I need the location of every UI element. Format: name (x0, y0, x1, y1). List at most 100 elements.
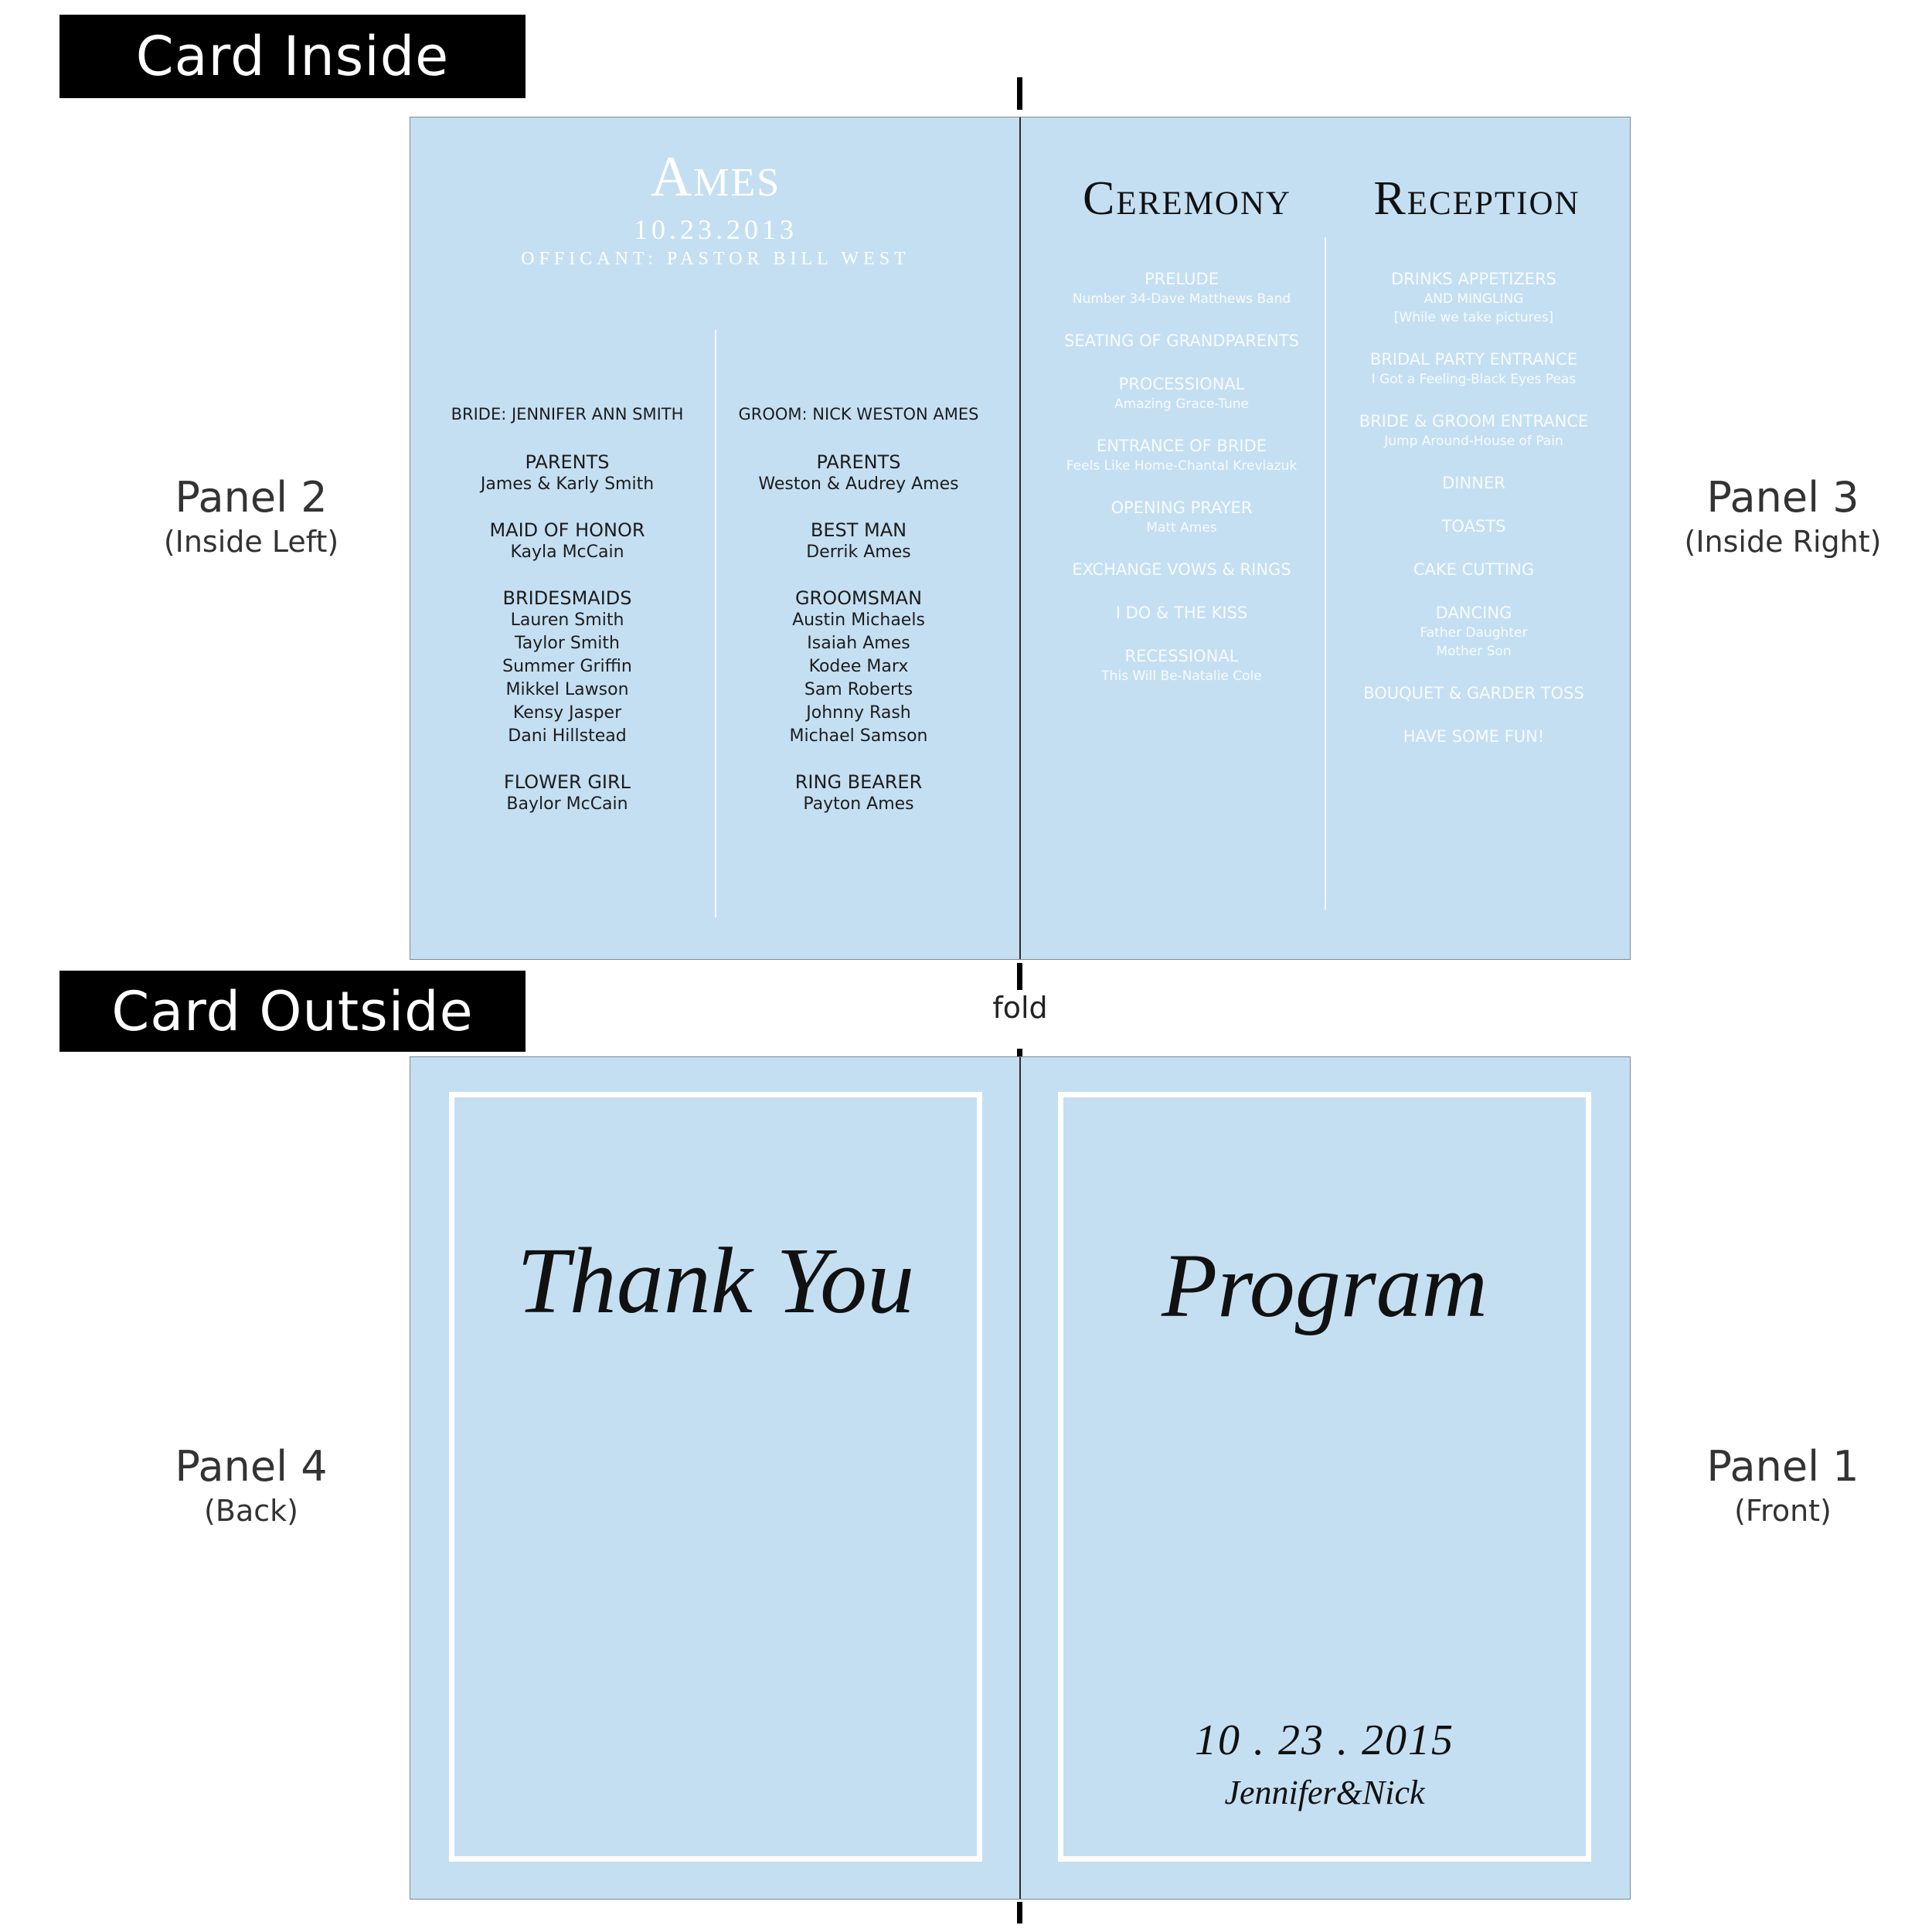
party-name: Kayla McCain (510, 543, 624, 562)
reception-item: TOASTS (1335, 515, 1613, 537)
back-frame (449, 1092, 982, 1862)
item-title: OPENING PRAYER (1111, 498, 1253, 517)
party-name: Dani Hillstead (508, 726, 627, 746)
panel-1-desc: (Front) (1734, 1494, 1832, 1528)
panel-1-label: Panel 1 (Front) (1659, 1442, 1906, 1528)
ceremony-item: PRELUDE Number 34-Dave Matthews Band (1043, 268, 1321, 308)
fold-mark-middle-lower (1017, 1049, 1022, 1056)
role-heading: RING BEARER (794, 771, 923, 793)
reception-item: DINNER (1335, 472, 1613, 494)
front-date: 10 . 23 . 2015 (1195, 1716, 1454, 1764)
role-heading: MAID OF HONOR (489, 519, 645, 541)
item-detail: This Will Be-Natalie Cole (1101, 668, 1262, 684)
ceremony-item: RECESSIONAL This Will Be-Natalie Cole (1043, 645, 1321, 685)
panel-4-desc: (Back) (204, 1494, 298, 1528)
item-detail: Amazing Grace-Tune (1114, 396, 1249, 412)
item-title: BRIDE & GROOM ENTRANCE (1359, 412, 1589, 430)
reception-item: HAVE SOME FUN! (1335, 726, 1613, 747)
panel-4-name: Panel 4 (175, 1442, 328, 1491)
party-name: Lauren Smith (510, 611, 624, 630)
item-detail: Mother Son (1436, 644, 1512, 659)
bride-party-column: BRIDE: JENNIFER ANN SMITH PARENTS James … (424, 405, 710, 816)
party-name: Kodee Marx (808, 657, 909, 676)
party-name: Mikkel Lawson (505, 680, 629, 699)
item-title: ENTRANCE OF BRIDE (1096, 437, 1267, 455)
item-detail: Feels Like Home-Chantal Kreviazuk (1066, 458, 1298, 474)
front-frame (1058, 1092, 1591, 1862)
couple-names: Jennifer&Nick (1224, 1774, 1425, 1811)
item-detail: Number 34-Dave Matthews Band (1072, 291, 1291, 307)
item-detail: Matt Ames (1146, 520, 1217, 536)
party-name: James & Karly Smith (480, 474, 655, 494)
item-title: DANCING (1435, 604, 1512, 622)
ceremony-item: ENTRANCE OF BRIDE Feels Like Home-Chantal… (1043, 435, 1321, 475)
reception-item: BRIDE & GROOM ENTRANCE Jump Around-House … (1335, 410, 1613, 451)
ceremony-item: EXCHANGE VOWS & RINGS (1043, 559, 1321, 580)
item-title: DINNER (1442, 474, 1505, 492)
reception-heading: Reception (1373, 172, 1580, 225)
panel-1-name: Panel 1 (1706, 1442, 1859, 1491)
thank-you-title: Thank You (516, 1229, 915, 1333)
item-title: EXCHANGE VOWS & RINGS (1072, 560, 1291, 579)
fold-line (1019, 1057, 1021, 1899)
party-name: Baylor McCain (506, 794, 628, 814)
bride-name: BRIDE: JENNIFER ANN SMITH (451, 405, 684, 423)
panel-2-desc: (Inside Left) (163, 525, 339, 559)
wedding-date: 10.23.2013 (634, 214, 798, 245)
item-title: RECESSIONAL (1124, 647, 1239, 665)
item-detail: Jump Around-House of Pain (1384, 434, 1563, 449)
ceremony-item: I DO & THE KISS (1043, 602, 1321, 624)
party-name: Taylor Smith (515, 634, 620, 653)
item-title: BRIDAL PARTY ENTRANCE (1369, 350, 1578, 369)
role-heading: FLOWER GIRL (503, 771, 631, 793)
card-outside-label: Card Outside (60, 971, 526, 1052)
item-detail: Father Daughter (1420, 625, 1528, 641)
ceremony-item: SEATING OF GRANDPARENTS (1043, 330, 1321, 352)
role-heading: BRIDESMAIDS (502, 587, 632, 609)
reception-item: BRIDAL PARTY ENTRANCE I Got a Feeling-Bla… (1335, 349, 1613, 389)
item-title: HAVE SOME FUN! (1403, 727, 1545, 746)
fold-mark-top (1017, 77, 1022, 110)
fold-line (1019, 117, 1021, 959)
reception-item: BOUQUET & GARDER TOSS (1335, 682, 1613, 704)
panel-2-label: Panel 2 (Inside Left) (128, 473, 375, 559)
ceremony-item: PROCESSIONAL Amazing Grace-Tune (1043, 373, 1321, 413)
party-name: Sam Roberts (804, 680, 913, 699)
item-title: SEATING OF GRANDPARENTS (1064, 332, 1299, 350)
inside-left-heading: Ames 10.23.2013 OFFICANT: PASTOR BILL WE… (410, 148, 1021, 270)
party-name: Johnny Rash (806, 703, 911, 723)
item-detail: I Got a Feeling-Black Eyes Peas (1371, 372, 1577, 387)
fold-mark-middle-upper (1017, 963, 1022, 990)
card-outside: Thank You Program 10 . 23 . 2015 Jennife… (410, 1056, 1631, 1900)
program-column-divider (1325, 237, 1326, 910)
role-heading: PARENTS (816, 451, 901, 473)
item-title: PRELUDE (1145, 270, 1219, 288)
card-inside: Ames 10.23.2013 OFFICANT: PASTOR BILL WE… (410, 117, 1631, 960)
groom-name: GROOM: NICK WESTON AMES (738, 405, 979, 423)
item-title: CAKE CUTTING (1413, 560, 1535, 579)
role-heading: BEST MAN (810, 519, 907, 541)
card-inside-label: Card Inside (60, 15, 526, 98)
party-name: Summer Griffin (502, 657, 632, 676)
ceremony-item: OPENING PRAYER Matt Ames (1043, 497, 1321, 537)
panel-3-label: Panel 3 (Inside Right) (1659, 473, 1906, 559)
fold-label: fold (992, 991, 1048, 1025)
groom-party-column: GROOM: NICK WESTON AMES PARENTS Weston &… (716, 405, 1002, 816)
party-column-divider (715, 330, 716, 917)
panel-3-desc: (Inside Right) (1684, 525, 1882, 559)
item-title: I DO & THE KISS (1115, 604, 1248, 622)
party-name: Kensy Jasper (512, 703, 622, 723)
party-name: Austin Michaels (792, 611, 925, 630)
item-detail: AND MINGLING (1423, 291, 1524, 307)
item-title: TOASTS (1441, 517, 1506, 536)
panel-4-label: Panel 4 (Back) (128, 1442, 375, 1528)
party-name: Derrik Ames (806, 543, 911, 562)
panel-3-name: Panel 3 (1706, 473, 1859, 522)
item-title: PROCESSIONAL (1118, 375, 1245, 393)
program-title: Program (1162, 1235, 1488, 1336)
party-name: Weston & Audrey Ames (758, 474, 959, 494)
role-heading: PARENTS (525, 451, 610, 473)
surname-title: Ames (650, 145, 781, 209)
reception-item: CAKE CUTTING (1335, 559, 1613, 580)
